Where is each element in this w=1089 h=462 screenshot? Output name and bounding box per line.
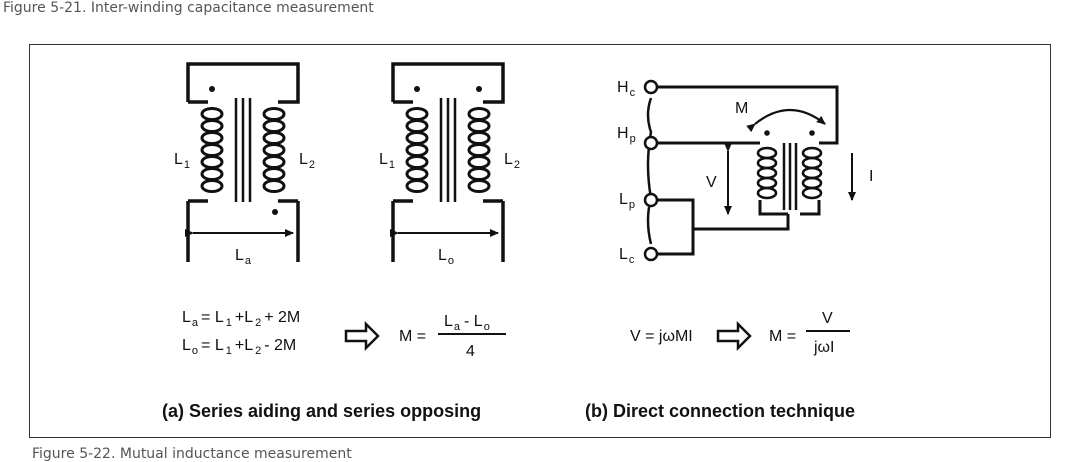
transformer-series-aiding (185, 62, 300, 262)
coil-label-l2: L2 (299, 151, 315, 171)
caption-panel-b: (b) Direct connection technique (585, 401, 855, 421)
terminal-label-lc: Lc (619, 246, 635, 266)
polarity-dot (209, 86, 215, 92)
width-label-lo: Lo (438, 247, 454, 267)
figure-caption-bottom: Figure 5-22. Mutual inductance measureme… (32, 446, 352, 462)
fraction-denominator-a: 4 (466, 343, 475, 360)
fraction-numerator-a: La- Lo (444, 313, 490, 333)
coil-label-l2: L2 (504, 151, 520, 171)
terminal-hc (643, 79, 659, 95)
terminal-hp (643, 135, 659, 151)
terminal-lc (643, 246, 659, 262)
current-label: I (869, 168, 873, 185)
polarity-dot (272, 209, 278, 215)
width-label-la: La (235, 247, 252, 267)
terminal-label-hp: Hp (617, 125, 636, 145)
terminal-lp (643, 192, 659, 208)
terminal-set (643, 79, 659, 262)
figure-caption-top: Figure 5-21. Inter-winding capacitance m… (3, 0, 374, 16)
fraction-numerator-b: V (822, 310, 833, 327)
caption-panel-a: (a) Series aiding and series opposing (162, 401, 481, 421)
polarity-dot (764, 130, 770, 136)
implies-arrow-icon (344, 320, 380, 352)
equation-v: V = jωMI (630, 328, 693, 345)
polarity-dot (809, 130, 815, 136)
coil-label-l1: L1 (174, 151, 190, 171)
mutual-label: M (735, 100, 748, 117)
terminal-label-lp: Lp (619, 191, 635, 211)
result-lhs-a: M = (399, 328, 426, 345)
voltage-label: V (706, 174, 717, 191)
polarity-dot (414, 86, 420, 92)
coil-label-l1: L1 (379, 151, 395, 171)
result-lhs-b: M = (769, 328, 796, 345)
implies-arrow-icon (716, 320, 752, 352)
polarity-dot (476, 86, 482, 92)
terminal-label-hc: Hc (617, 79, 636, 99)
transformer-series-opposing (390, 62, 505, 262)
direct-connection-circuit (646, 85, 856, 256)
figure-frame (29, 44, 1051, 438)
fraction-denominator-b: jωI (813, 339, 835, 356)
